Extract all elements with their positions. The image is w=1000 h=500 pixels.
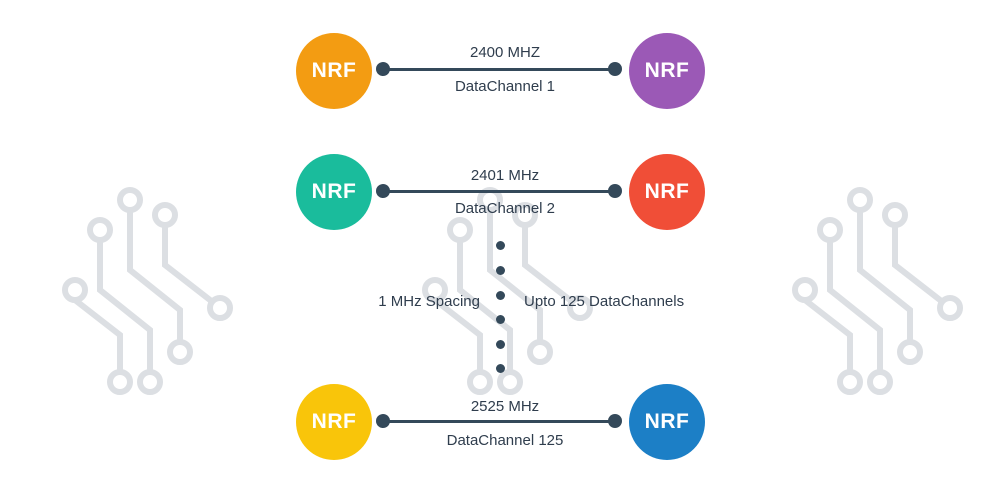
link-dot-left-3 [376, 414, 390, 428]
channel-label-2: DataChannel 2 [454, 200, 556, 217]
link-dot-right-3 [608, 414, 622, 428]
circuit-watermark-icon [792, 187, 963, 395]
ellipsis-dot [496, 241, 505, 250]
frequency-label-1: 2400 MHZ [469, 44, 541, 61]
nrf-node-right-2: NRF [629, 154, 705, 230]
spacing-label: 1 MHz Spacing [378, 293, 480, 310]
channels-label: Upto 125 DataChannels [524, 293, 685, 310]
nrf-node-right-1: NRF [629, 33, 705, 109]
ellipsis-dot [496, 291, 505, 300]
frequency-label-2: 2401 MHz [470, 167, 540, 184]
frequency-label-3: 2525 MHz [470, 398, 540, 415]
circuit-watermark-icon [62, 187, 233, 395]
nrf-node-left-1: NRF [296, 33, 372, 109]
link-line-1 [382, 68, 616, 71]
link-dot-right-1 [608, 62, 622, 76]
ellipsis-dot [496, 266, 505, 275]
ellipsis-dot [496, 340, 505, 349]
link-dot-left-1 [376, 62, 390, 76]
link-dot-right-2 [608, 184, 622, 198]
channel-label-1: DataChannel 1 [454, 78, 556, 95]
link-line-3 [382, 420, 616, 423]
channel-label-3: DataChannel 125 [446, 432, 564, 449]
nrf-node-left-3: NRF [296, 384, 372, 460]
link-line-2 [382, 190, 616, 193]
nrf-node-left-2: NRF [296, 154, 372, 230]
link-dot-left-2 [376, 184, 390, 198]
ellipsis-dot [496, 315, 505, 324]
ellipsis-dot [496, 364, 505, 373]
nrf-node-right-3: NRF [629, 384, 705, 460]
circuit-watermark-icon [422, 187, 593, 395]
